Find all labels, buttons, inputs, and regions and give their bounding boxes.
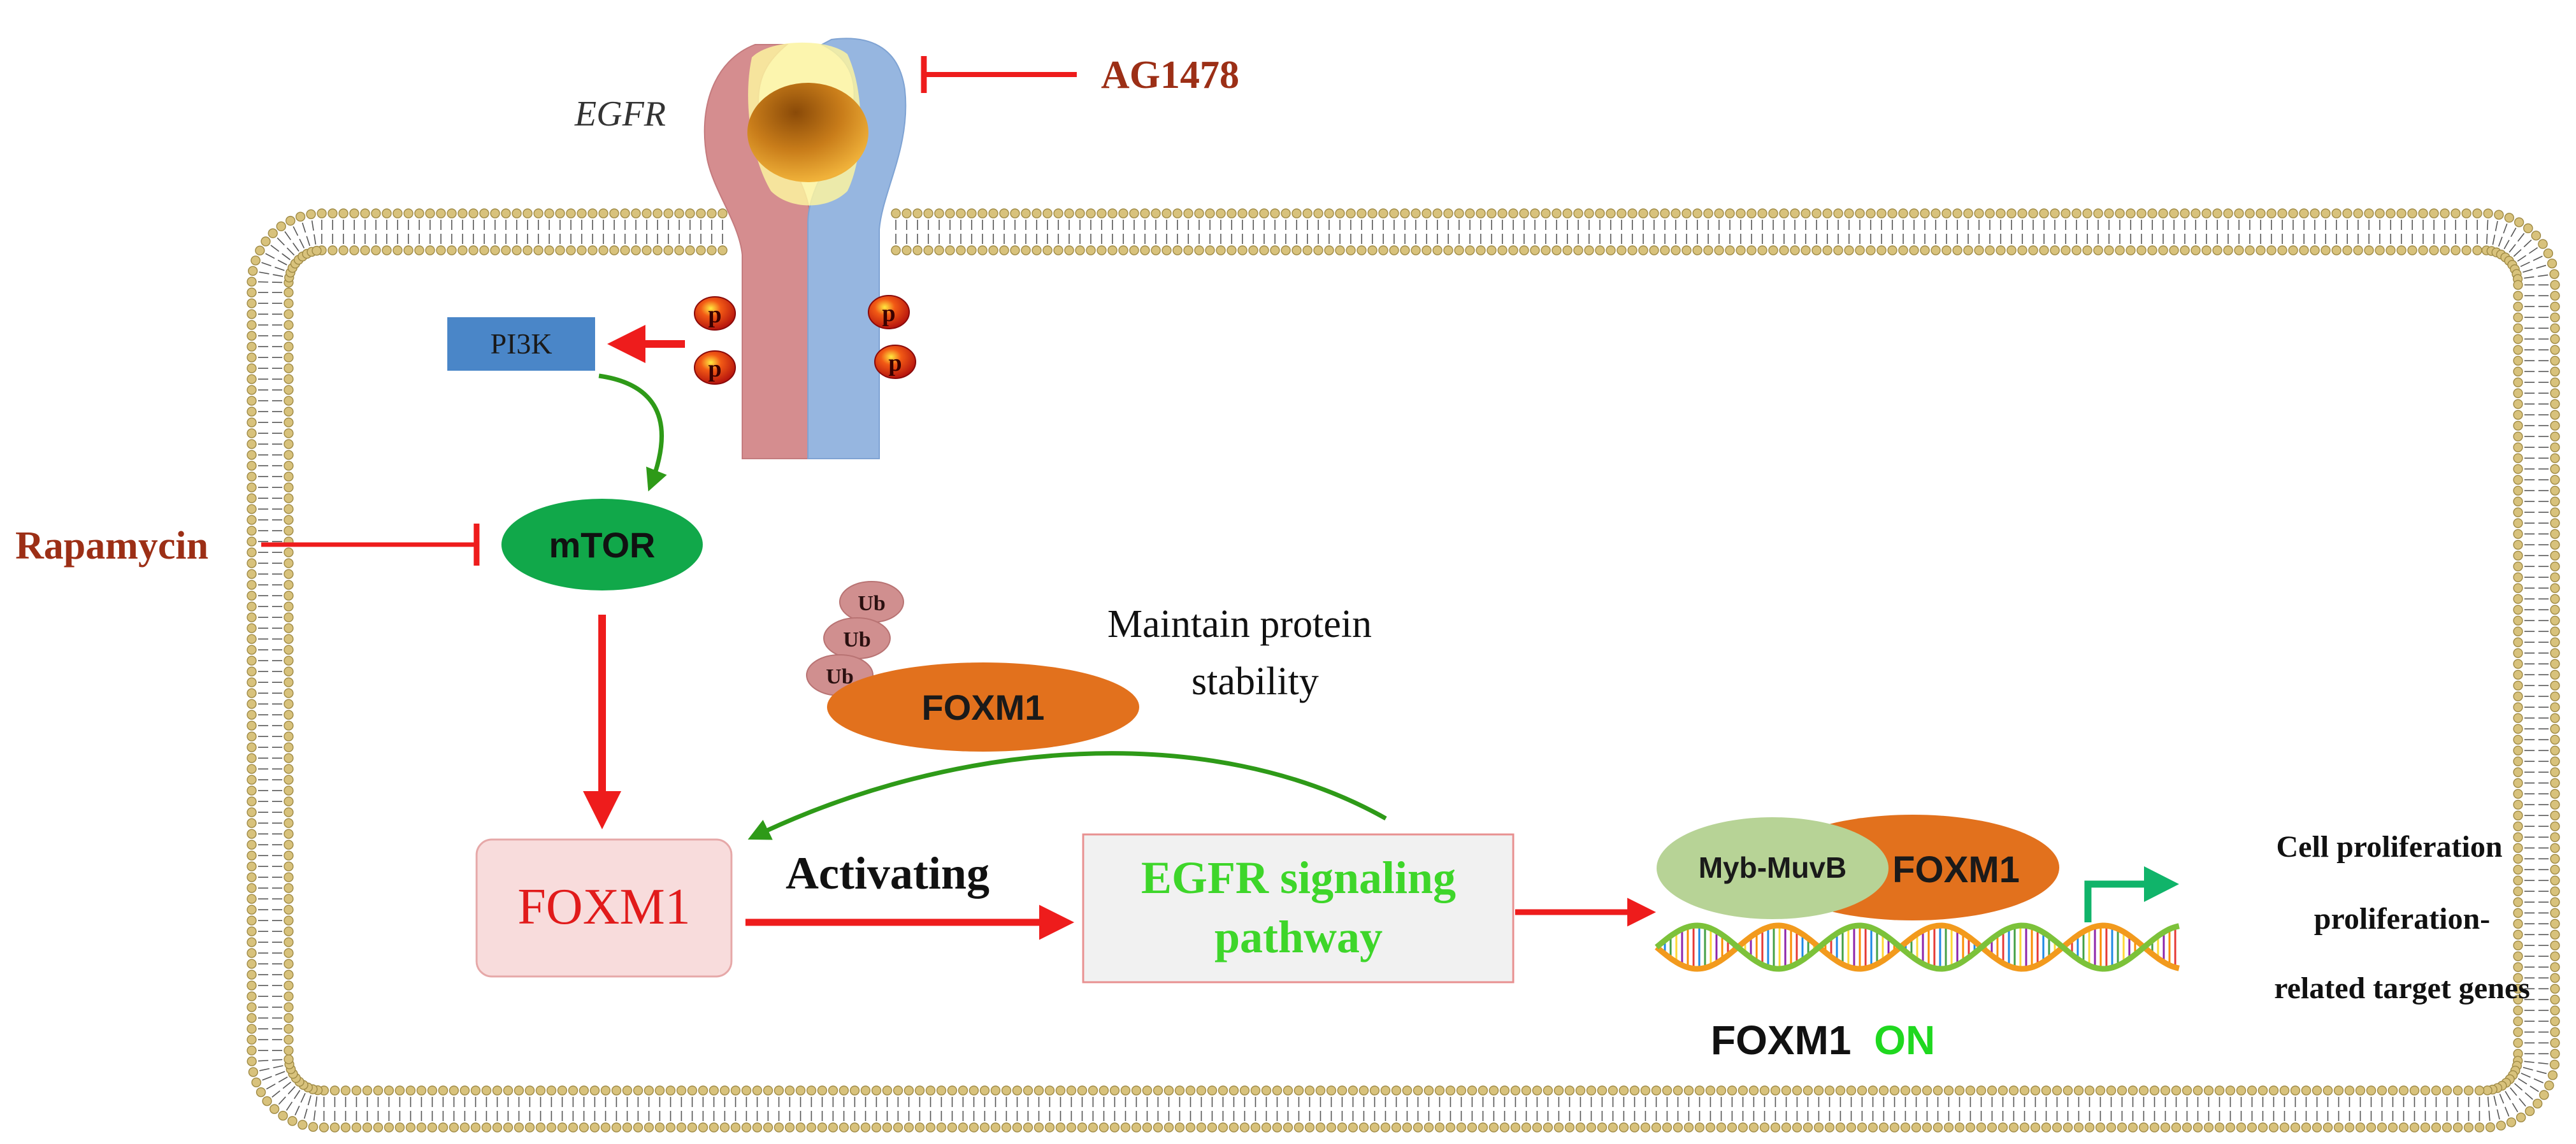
cell-proliferation-line3: related target genes <box>2274 971 2530 1005</box>
cell-proliferation-line2: proliferation- <box>2314 902 2490 936</box>
egfr-signaling-box: EGFR signaling pathway <box>1082 833 1515 983</box>
maintain-stability-line2: stability <box>1191 660 1319 703</box>
pi3k-node: PI3K <box>447 317 595 371</box>
myb-muvb-protein <box>1657 817 1889 919</box>
dna-helix <box>1655 922 2180 972</box>
cell-membrane <box>247 208 2560 1133</box>
activating-label: Activating <box>786 848 989 899</box>
svg-text:Ub: Ub <box>843 628 870 652</box>
ub-foxm1-protein <box>827 662 1139 752</box>
phospho-site-left-top: p <box>694 296 736 331</box>
ubiquitinated-foxm1: Ub Ub Ub FOXM1 <box>806 581 1139 752</box>
egf-ligand <box>747 83 868 182</box>
svg-text:p: p <box>882 300 895 327</box>
transcription-complex: FOXM1 Myb-MuvB <box>1657 815 2059 920</box>
transcription-start-arrow <box>2084 866 2179 922</box>
feedback-arc-arrow <box>747 751 1387 840</box>
ag1478-label: AG1478 <box>1101 54 1239 97</box>
ag1478-inhibition: AG1478 <box>921 54 1239 97</box>
egfr-label: EGFR <box>574 94 666 134</box>
ub-foxm1-label: FOXM1 <box>922 687 1045 727</box>
phospho-sites: p p p p <box>694 295 916 385</box>
svg-text:p: p <box>708 355 721 382</box>
egfr-signaling-line2: pathway <box>1214 912 1383 962</box>
svg-text:p: p <box>708 301 721 328</box>
foxm1-box-label: FOXM1 <box>517 879 690 935</box>
rapamycin-inhibition: Rapamycin <box>15 524 480 568</box>
svg-text:Ub: Ub <box>858 592 885 615</box>
phospho-site-right-top: p <box>868 295 910 329</box>
egfr-receptor: EGFR <box>574 38 907 459</box>
phospho-site-right-bottom: p <box>874 345 916 379</box>
maintain-stability-line1: Maintain protein <box>1107 603 1372 646</box>
egfr-signaling-line1: EGFR signaling <box>1141 852 1456 903</box>
pi3k-to-mtor-arrow <box>598 373 667 492</box>
mtor-label: mTOR <box>549 525 656 565</box>
mtor-node: mTOR <box>501 499 703 590</box>
dna-foxm1-label: FOXM1 <box>1892 849 2020 890</box>
myb-muvb-label: Myb-MuvB <box>1699 851 1847 884</box>
pi3k-label: PI3K <box>490 327 552 360</box>
phospho-site-left-bottom: p <box>694 350 736 385</box>
foxm1-on-label: FOXM1 ON <box>1711 1017 1935 1063</box>
rapamycin-label: Rapamycin <box>15 524 208 568</box>
cell-proliferation-line1: Cell proliferation <box>2276 830 2502 864</box>
svg-text:p: p <box>888 350 902 376</box>
foxm1-box: FOXM1 <box>475 838 733 978</box>
